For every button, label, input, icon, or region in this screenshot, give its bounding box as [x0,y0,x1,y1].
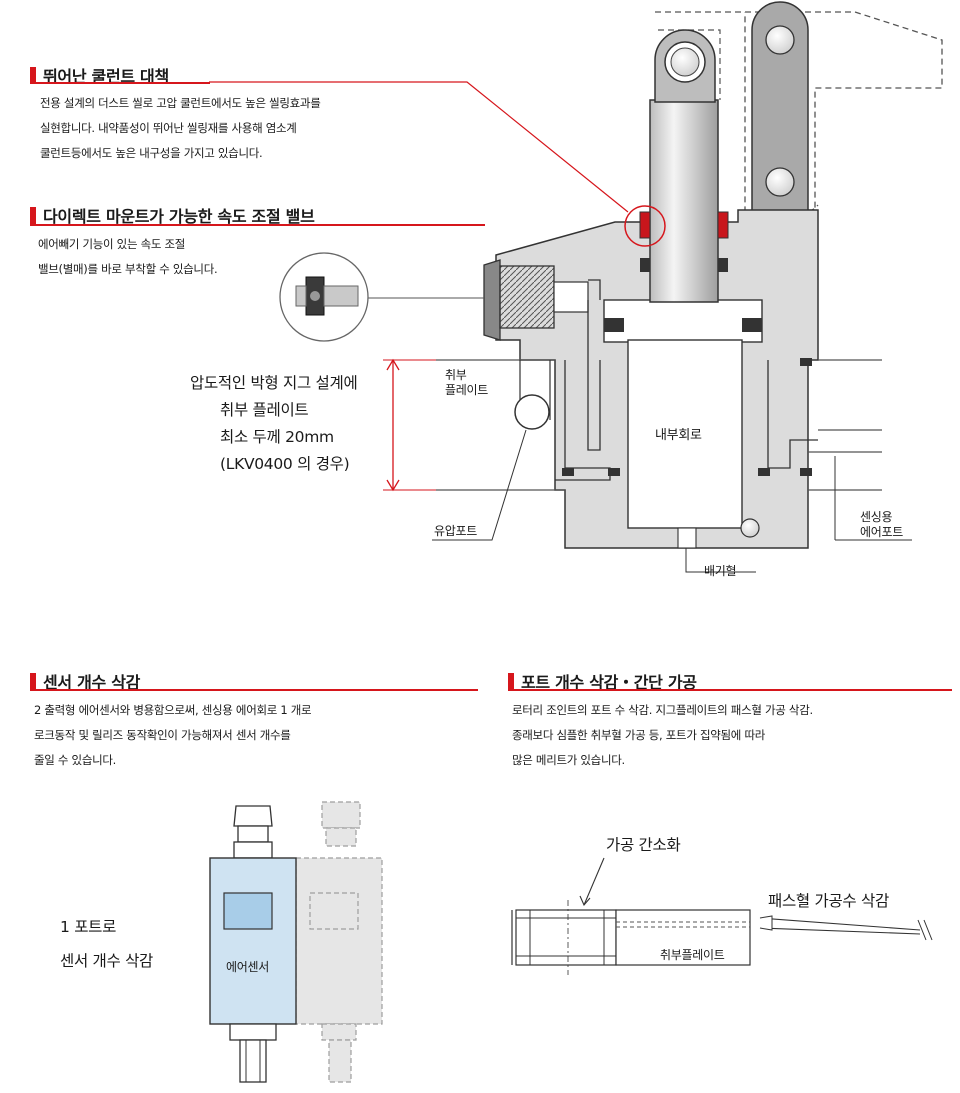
sensor-caption: 1 포트로 센서 개수 삭감 [60,918,154,970]
clamp-cross-section [209,1,943,573]
dust-seal-right [717,211,729,239]
coolant-section-title: 뛰어난 쿨런트 대책 [30,63,169,87]
valve-photo-bubble [279,252,369,342]
accent-bar [30,207,36,224]
valve-thread [499,265,555,329]
hydraulic-port-label: 유압포트 [434,524,477,538]
port-description: 로터리 조인트의 포트 수 삭감. 지그플레이트의 패스혈 가공 삭감. 종래보… [512,703,813,767]
valve-description: 에어빼기 기능이 있는 속도 조절 밸브(별매)를 바로 부착할 수 있습니다. [38,237,218,276]
simplified-machining-label: 가공 간소화 [606,836,681,854]
piston-head [603,299,763,343]
inner-circuit-label: 내부회로 [655,428,702,443]
mount-plate-label: 취부 플레이트 [445,368,488,397]
port-section-title: 포트 개수 삭감・간단 가공 [508,669,697,693]
arm-dashed-outline [655,11,943,263]
pivot-pin-bottom [765,167,795,197]
coolant-description: 전용 설계의 더스트 씰로 고압 쿨런트에서도 높은 씰링효과를 실현합니다. … [40,96,321,160]
air-sensor-label: 에어센서 [226,960,269,974]
dust-seal-left [639,211,651,239]
exhaust-hole-label: 배기혈 [704,564,737,578]
piston-rod [649,99,719,303]
valve-title-rule [30,224,485,226]
hydraulic-port-circle [514,394,550,430]
accent-bar [508,673,514,690]
accent-bar [30,673,36,690]
jig-design-note: 압도적인 박형 지그 설계에 취부 플레이트 최소 두께 20mm (LKV04… [190,374,358,473]
port-mount-plate-label: 취부플레이트 [660,948,725,962]
sensing-air-port-label: 센싱용 에어포트 [860,510,903,539]
port-diagram [511,857,933,975]
sensor-diagram [209,801,383,1083]
sensor-section-title: 센서 개수 삭감 [30,669,140,693]
coolant-title-rule [30,82,210,84]
pivot-pin-top [765,25,795,55]
sensor-title-rule [30,689,478,691]
sensor-description: 2 출력형 에어센서와 병용함으로써, 센싱용 에어회로 1 개로 로크동작 및… [34,703,312,767]
air-sensor-body [209,857,297,1025]
port-title-rule [508,689,952,691]
accent-bar [30,67,36,84]
pass-hole-label: 패스혈 가공수 삭감 [768,892,889,910]
valve-section-title: 다이렉트 마운트가 가능한 속도 조절 밸브 [30,203,315,227]
